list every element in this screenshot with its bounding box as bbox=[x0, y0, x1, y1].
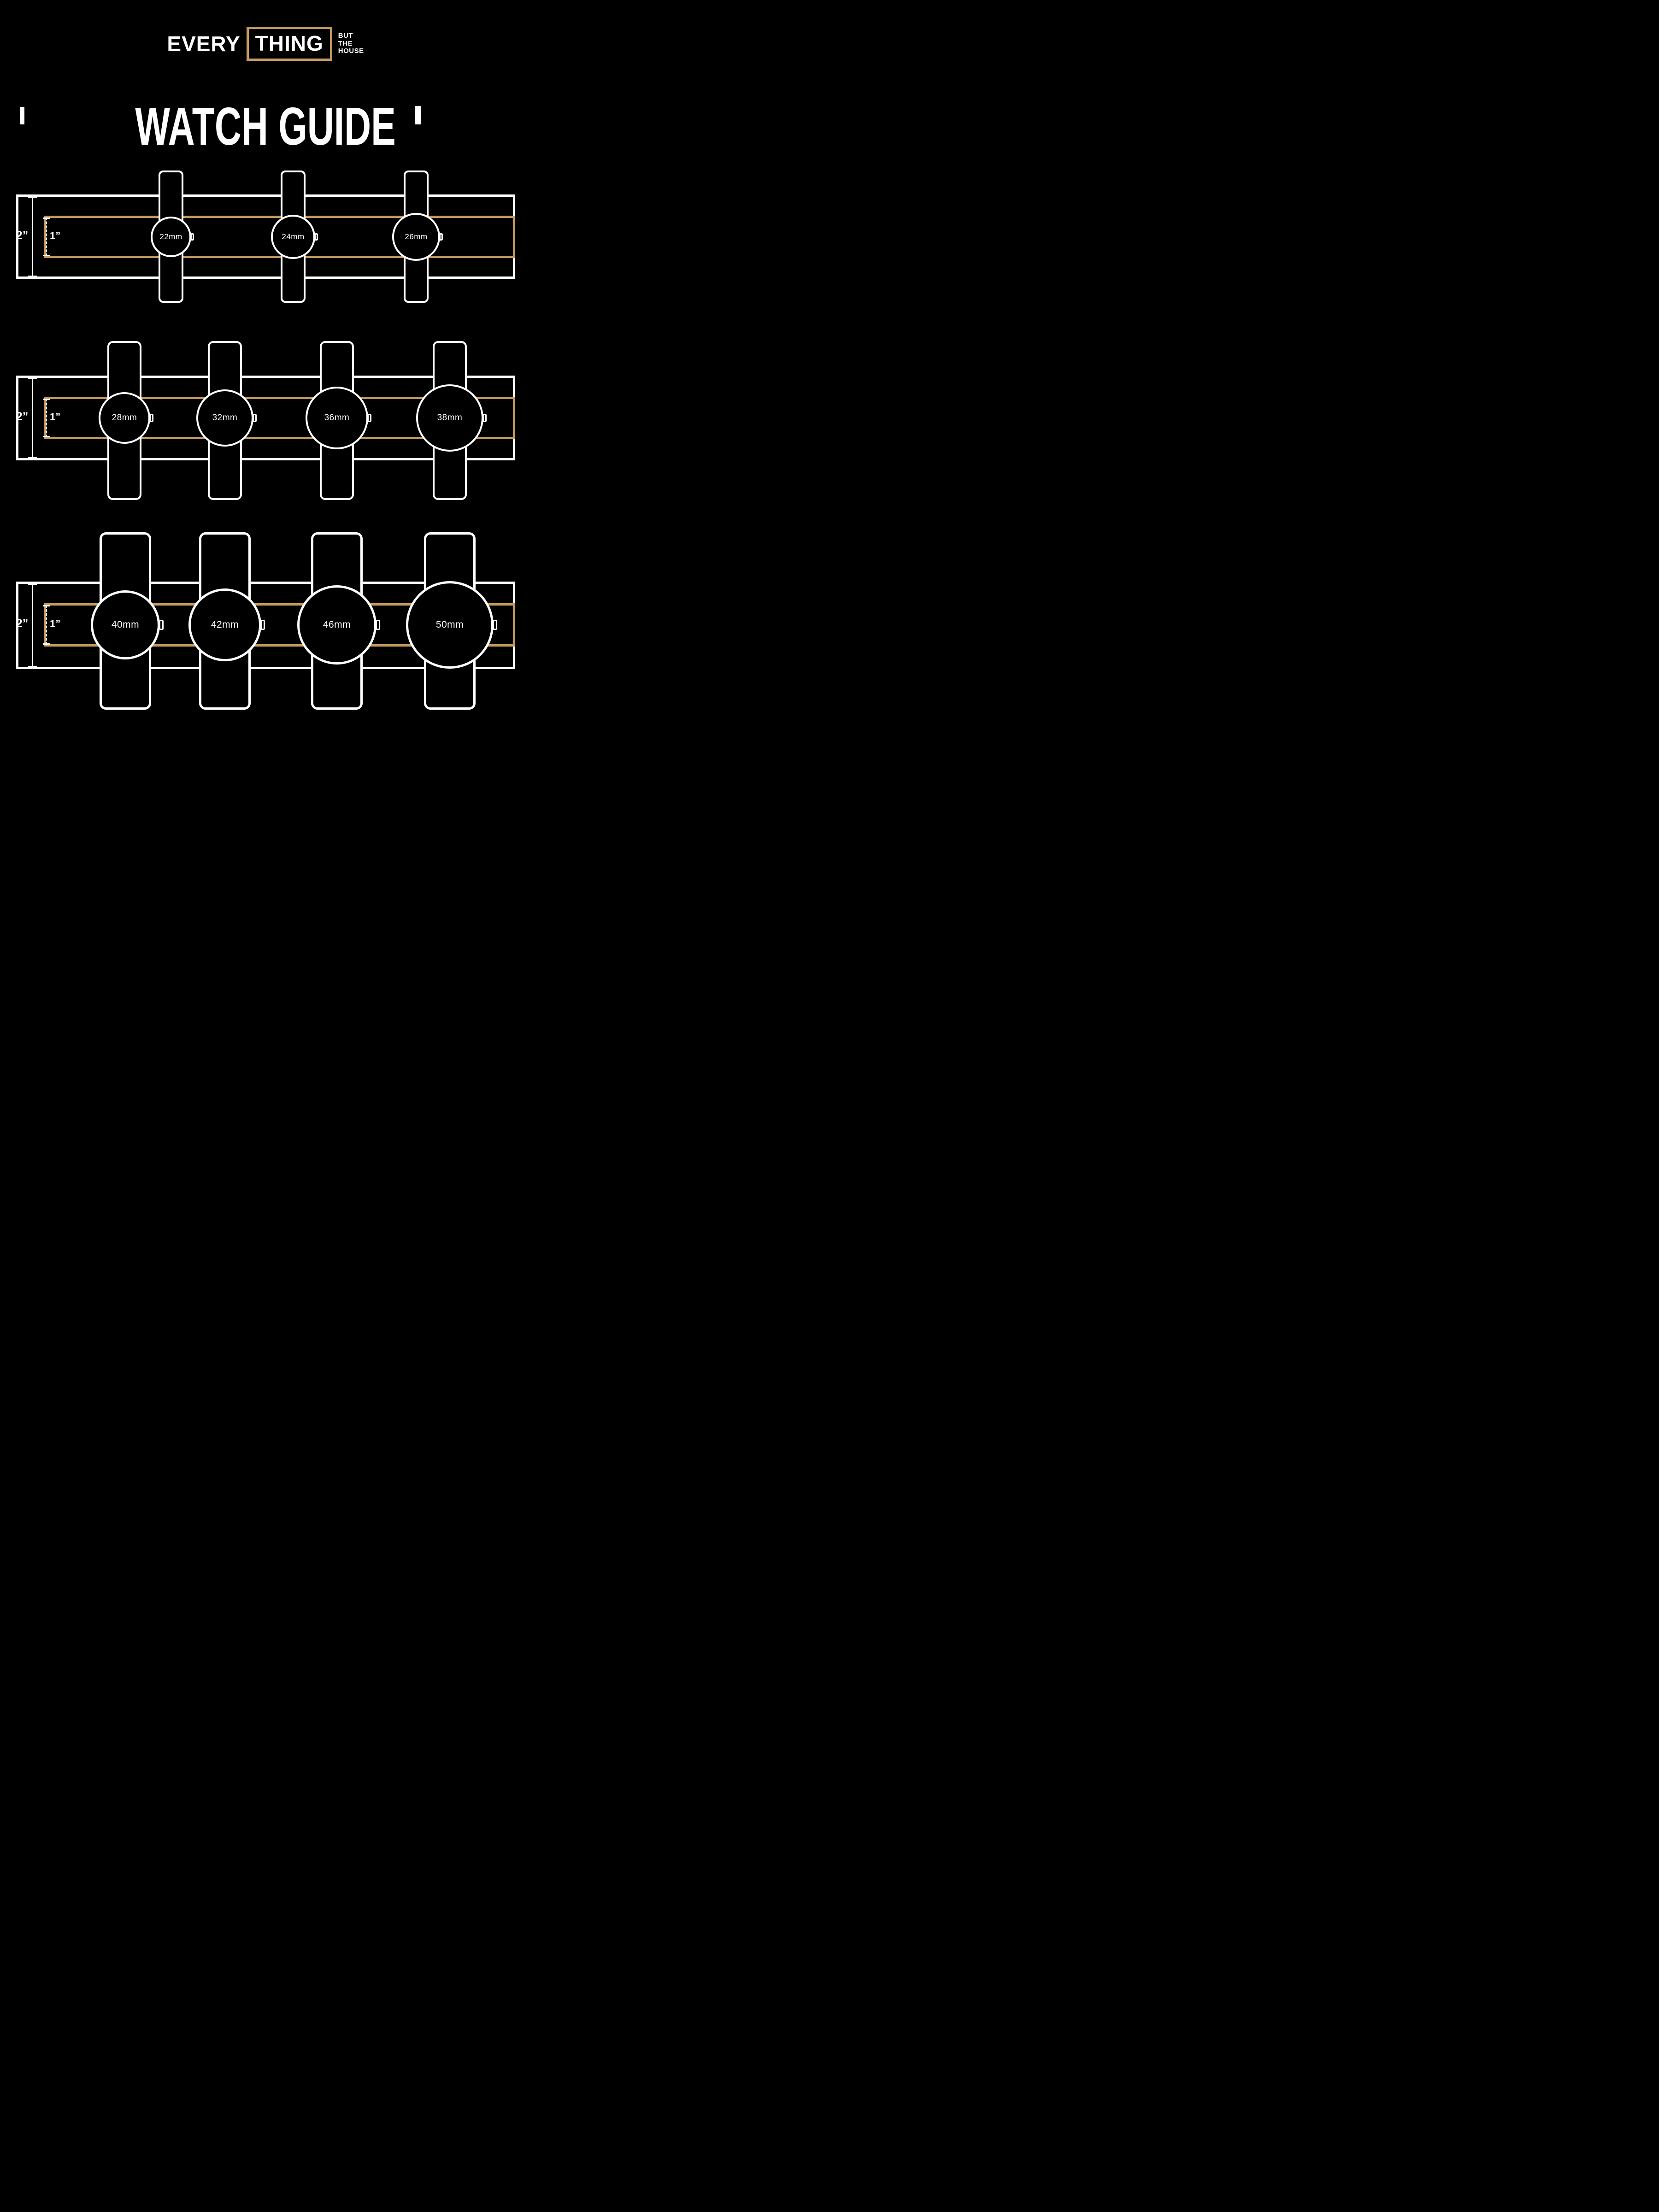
dim-1in-label: 1” bbox=[50, 411, 61, 423]
dim-1in-cap-top bbox=[43, 218, 50, 219]
dim-1in-cap-bottom bbox=[43, 643, 50, 645]
brand-tagline: BUT THE HOUSE bbox=[338, 32, 364, 55]
brand-tagline-line-2: THE bbox=[338, 39, 353, 47]
dim-1in-cap-bottom bbox=[43, 436, 50, 437]
dim-2in-cap-bottom bbox=[28, 276, 37, 277]
dim-1in-line bbox=[46, 218, 47, 256]
watch-case-22mm: 22mm bbox=[151, 217, 191, 257]
dim-1in-line bbox=[46, 605, 47, 645]
title-decor-mark-left bbox=[20, 107, 24, 124]
dim-2in-cap-top bbox=[28, 196, 37, 198]
title-decor-mark-right bbox=[415, 106, 421, 124]
dim-2in-label: 2” bbox=[16, 617, 29, 630]
watch-case-40mm: 40mm bbox=[91, 590, 160, 659]
band-1in-outline-row3 bbox=[44, 603, 515, 647]
dim-1in-cap-top bbox=[43, 399, 50, 400]
band-1in-outline-row1 bbox=[44, 216, 515, 258]
dim-2in-cap-bottom bbox=[28, 666, 37, 667]
band-1in-outline-row2 bbox=[44, 397, 515, 439]
watch-case-42mm: 42mm bbox=[188, 588, 261, 661]
brand-tagline-line-1: BUT bbox=[338, 32, 353, 40]
dim-2in-label: 2” bbox=[16, 410, 29, 423]
watch-case-32mm: 32mm bbox=[196, 389, 253, 447]
dim-2in-line bbox=[32, 196, 33, 277]
brand-word-thing-box: THING bbox=[246, 27, 332, 61]
dim-2in-line bbox=[32, 583, 33, 667]
watch-case-26mm: 26mm bbox=[392, 213, 440, 261]
dim-2in-cap-bottom bbox=[28, 457, 37, 459]
brand-word-thing: THING bbox=[255, 31, 324, 55]
watch-case-36mm: 36mm bbox=[306, 387, 368, 449]
watch-case-50mm: 50mm bbox=[406, 581, 494, 669]
dim-2in-cap-top bbox=[28, 377, 37, 379]
dim-1in-cap-top bbox=[43, 605, 50, 606]
watch-case-46mm: 46mm bbox=[297, 585, 377, 665]
watch-case-24mm: 24mm bbox=[271, 215, 315, 259]
brand-logo: EVERY THING BUT THE HOUSE bbox=[0, 27, 531, 61]
dim-1in-cap-bottom bbox=[43, 255, 50, 256]
brand-tagline-line-3: HOUSE bbox=[338, 47, 364, 55]
page-title: WATCH GUIDE bbox=[135, 96, 396, 156]
watch-case-38mm: 38mm bbox=[416, 384, 483, 452]
watch-case-28mm: 28mm bbox=[99, 392, 150, 444]
dim-1in-label: 1” bbox=[50, 230, 61, 241]
dim-2in-label: 2” bbox=[16, 229, 29, 242]
dim-2in-line bbox=[32, 377, 33, 459]
dim-1in-label: 1” bbox=[50, 618, 61, 629]
watch-size-rows: 2” 1” 22mm 24mm 26mm 2” 1” 28mm 32mm 36mm 38mm 2” 1”… bbox=[0, 0, 531, 710]
brand-word-every: EVERY bbox=[167, 32, 241, 56]
dim-2in-cap-top bbox=[28, 583, 37, 585]
dim-1in-line bbox=[46, 399, 47, 437]
